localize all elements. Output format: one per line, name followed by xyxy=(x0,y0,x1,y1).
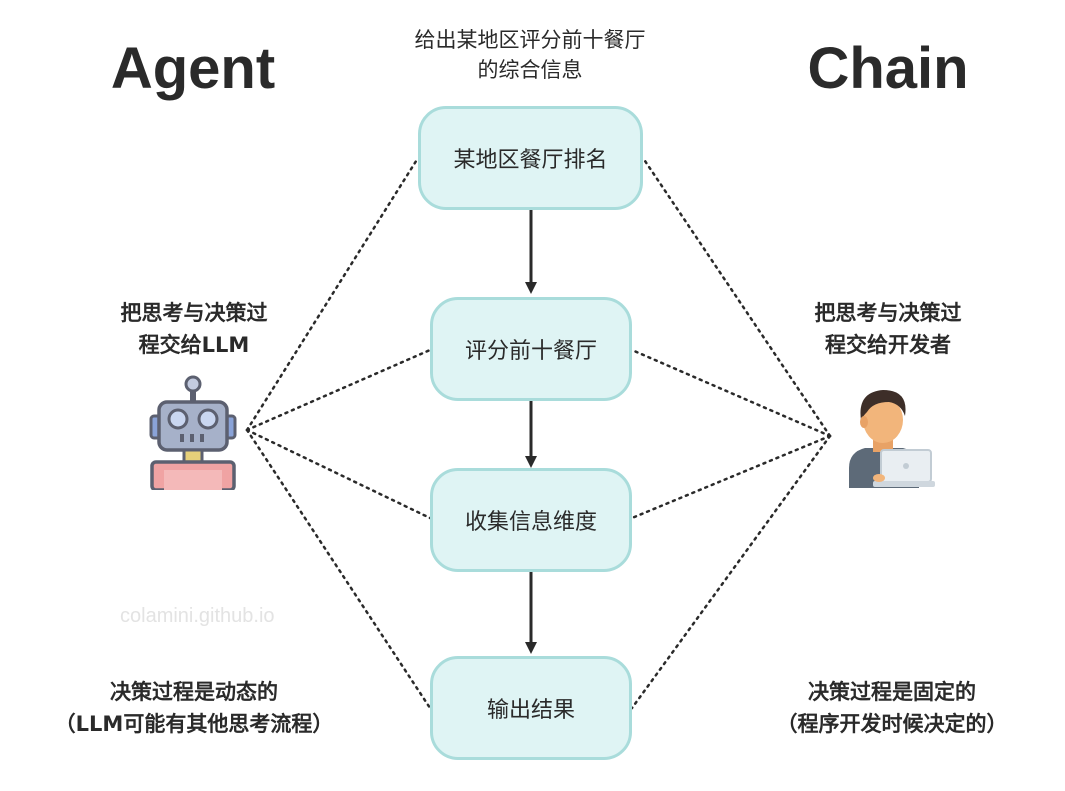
developer-icon xyxy=(849,390,935,488)
step-label: 某地区餐厅排名 xyxy=(453,148,608,173)
robot-icon xyxy=(149,375,237,490)
chain-process-line-2: （程序开发时候决定的） xyxy=(776,712,1008,736)
watermark: colamini.github.io xyxy=(120,605,275,627)
step-label: 评分前十餐厅 xyxy=(464,339,597,364)
chain-description: 把思考与决策过 程交给开发者 xyxy=(738,297,1038,361)
goal-text: 给出某地区评分前十餐厅 的综合信息 xyxy=(380,25,680,85)
agent-process-note: 决策过程是动态的 （LLM可能有其他思考流程） xyxy=(44,676,344,740)
agent-desc-line-1: 把思考与决策过 xyxy=(120,301,268,325)
chain-process-line-1: 决策过程是固定的 xyxy=(808,680,976,704)
agent-description: 把思考与决策过 程交给LLM xyxy=(44,297,344,361)
step-node-top-ten: 评分前十餐厅 xyxy=(430,297,632,401)
agent-link-2 xyxy=(245,348,432,432)
chain-link-3 xyxy=(630,434,832,520)
step-node-output: 输出结果 xyxy=(430,656,632,760)
chain-link-1 xyxy=(641,156,832,438)
chain-heading: Chain xyxy=(807,36,969,101)
chain-link-2 xyxy=(630,348,832,438)
agent-link-1 xyxy=(245,156,420,432)
goal-line-2: 的综合信息 xyxy=(477,58,583,82)
step-label: 输出结果 xyxy=(486,698,575,723)
chain-desc-line-2: 程交给开发者 xyxy=(825,333,951,357)
chain-link-4 xyxy=(630,434,832,710)
chain-desc-line-1: 把思考与决策过 xyxy=(814,301,962,325)
agent-process-line-1: 决策过程是动态的 xyxy=(110,680,278,704)
step-node-ranking: 某地区餐厅排名 xyxy=(418,106,643,210)
agent-link-3 xyxy=(245,428,432,520)
agent-link-4 xyxy=(245,428,432,710)
chain-process-note: 决策过程是固定的 （程序开发时候决定的） xyxy=(742,676,1042,740)
step-label: 收集信息维度 xyxy=(464,510,597,535)
agent-desc-line-2: 程交给LLM xyxy=(138,333,250,357)
agent-heading: Agent xyxy=(110,36,276,101)
step-node-collect: 收集信息维度 xyxy=(430,468,632,572)
agent-process-line-2: （LLM可能有其他思考流程） xyxy=(54,712,334,736)
goal-line-1: 给出某地区评分前十餐厅 xyxy=(414,28,646,52)
